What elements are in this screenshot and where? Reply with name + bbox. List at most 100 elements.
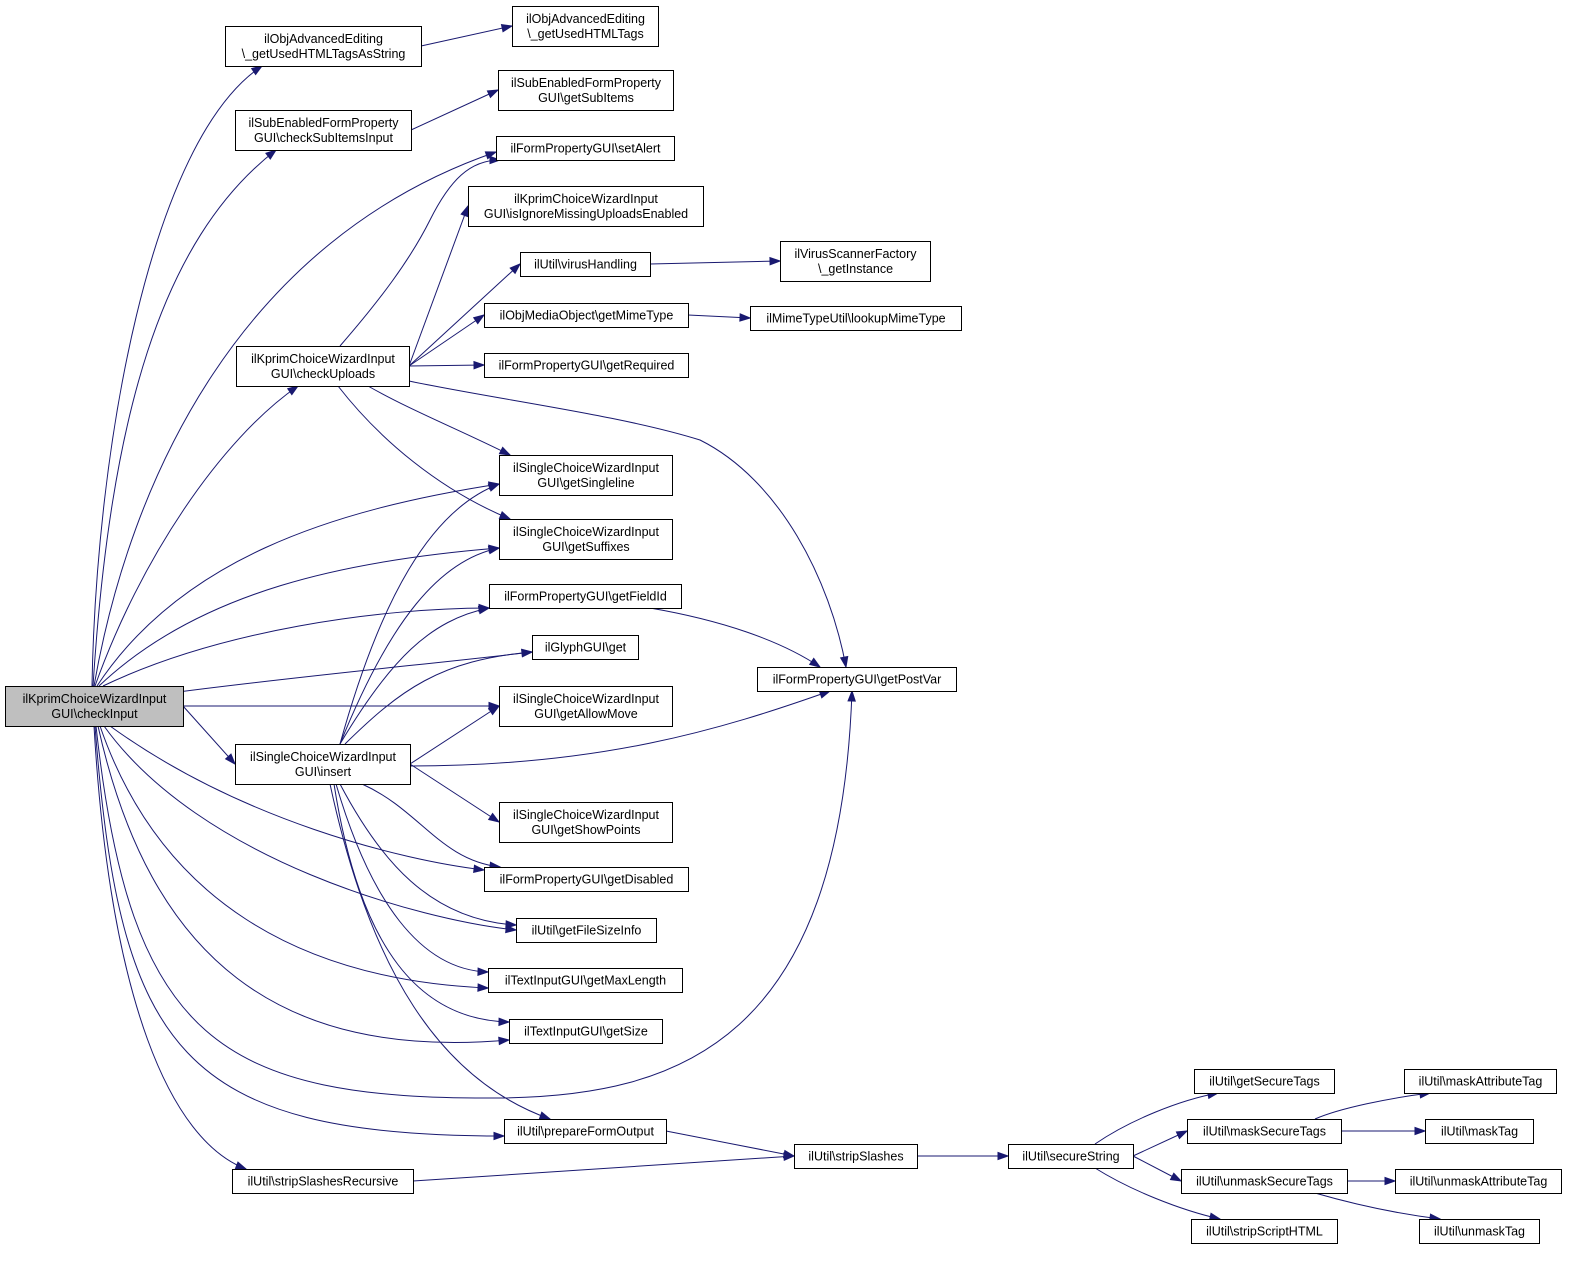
arrowhead-icon — [498, 1036, 511, 1046]
node-label-line: GUI\getSuffixes — [542, 540, 629, 554]
node-box — [780, 241, 931, 282]
node-box — [532, 635, 639, 660]
edge-virusHandling-to-getInstance — [649, 260, 781, 265]
node-glyphGet[interactable]: ilGlyphGUI\get — [532, 635, 639, 660]
node-getPostVar[interactable]: ilFormPropertyGUI\getPostVar — [757, 667, 957, 692]
node-getDisabled[interactable]: ilFormPropertyGUI\getDisabled — [484, 867, 689, 892]
node-getAllowMove[interactable]: ilSingleChoiceWizardInputGUI\getAllowMov… — [499, 686, 673, 727]
node-lookupMimeType[interactable]: ilMimeTypeUtil\lookupMimeType — [750, 306, 962, 331]
edge-getFieldId-to-getPostVar — [649, 607, 821, 668]
node-prepareFormOutput[interactable]: ilUtil\prepareFormOutput — [504, 1119, 667, 1144]
node-maskSecureTags[interactable]: ilUtil\maskSecureTags — [1187, 1119, 1342, 1144]
node-getFileSizeInfo[interactable]: ilUtil\getFileSizeInfo — [516, 918, 657, 943]
node-label-line: GUI\getShowPoints — [531, 823, 640, 837]
node-box — [499, 519, 673, 560]
node-layer: ilKprimChoiceWizardInputGUI\checkInputil… — [5, 6, 1562, 1244]
edge-root-to-getUsedHTMLTagsAsString — [91, 65, 263, 687]
node-box — [516, 918, 657, 943]
arrowhead-icon — [477, 605, 491, 615]
node-stripSlashes[interactable]: ilUtil\stripSlashes — [794, 1144, 918, 1169]
node-label-line: ilSingleChoiceWizardInput — [513, 692, 659, 706]
arrowhead-icon — [1384, 1176, 1397, 1186]
node-label-line: GUI\isIgnoreMissingUploadsEnabled — [484, 207, 688, 221]
node-label-line: ilFormPropertyGUI\getPostVar — [773, 673, 942, 687]
node-secureString[interactable]: ilUtil\secureString — [1008, 1144, 1134, 1169]
node-checkSubItemsInput[interactable]: ilSubEnabledFormPropertyGUI\checkSubItem… — [235, 110, 412, 151]
node-label-line: ilUtil\getSecureTags — [1209, 1075, 1319, 1089]
node-unmaskSecureTags[interactable]: ilUtil\unmaskSecureTags — [1181, 1169, 1348, 1194]
node-unmaskTag[interactable]: ilUtil\unmaskTag — [1419, 1219, 1540, 1244]
node-getMaxLength[interactable]: ilTextInputGUI\getMaxLength — [488, 968, 683, 993]
node-setAlert[interactable]: ilFormPropertyGUI\setAlert — [496, 136, 675, 161]
node-unmaskAttributeTag[interactable]: ilUtil\unmaskAttributeTag — [1395, 1169, 1562, 1194]
node-label-line: ilKprimChoiceWizardInput — [251, 352, 395, 366]
node-getMimeType[interactable]: ilObjMediaObject\getMimeType — [484, 303, 689, 328]
edge-stripSlashesRecursive-to-stripSlashes — [412, 1155, 795, 1182]
node-label-line: GUI\checkSubItemsInput — [254, 131, 393, 145]
node-isIgnoreMissingUploadsEnabled[interactable]: ilKprimChoiceWizardInputGUI\isIgnoreMiss… — [468, 186, 704, 227]
node-getRequired[interactable]: ilFormPropertyGUI\getRequired — [484, 353, 689, 378]
node-box — [484, 867, 689, 892]
node-label-line: ilTextInputGUI\getSize — [524, 1025, 648, 1039]
arrowhead-icon — [484, 151, 498, 160]
edge-root-to-glyphGet — [177, 651, 533, 693]
node-virusHandling[interactable]: ilUtil\virusHandling — [520, 252, 651, 277]
node-maskTag[interactable]: ilUtil\maskTag — [1425, 1119, 1534, 1144]
node-box — [5, 686, 184, 727]
node-box — [794, 1144, 918, 1169]
node-box — [232, 1169, 414, 1194]
node-maskAttributeTag[interactable]: ilUtil\maskAttributeTag — [1404, 1069, 1557, 1094]
arrowhead-icon — [498, 510, 512, 520]
node-getUsedHTMLTags[interactable]: ilObjAdvancedEditing\_getUsedHTMLTags — [512, 6, 659, 47]
edge-insert-to-getShowPoints — [409, 763, 500, 823]
arrowhead-icon — [489, 155, 502, 165]
node-getUsedHTMLTagsAsString[interactable]: ilObjAdvancedEditing\_getUsedHTMLTagsAsS… — [225, 26, 422, 67]
edge-root-to-getDisabled — [109, 725, 485, 871]
node-box — [499, 802, 673, 843]
arrowhead-icon — [486, 89, 500, 99]
node-box — [1425, 1119, 1534, 1144]
node-stripScriptHTML[interactable]: ilUtil\stripScriptHTML — [1191, 1219, 1338, 1244]
arrowhead-icon — [538, 1111, 552, 1120]
node-stripSlashesRecursive[interactable]: ilUtil\stripSlashesRecursive — [232, 1169, 414, 1194]
node-label-line: ilUtil\virusHandling — [534, 258, 637, 272]
node-getFieldId[interactable]: ilFormPropertyGUI\getFieldId — [489, 584, 682, 609]
edge-checkUploads-to-getSuffixes — [337, 385, 511, 520]
node-label-line: ilObjMediaObject\getMimeType — [500, 309, 674, 323]
arrowhead-icon — [473, 864, 486, 874]
node-box — [1008, 1144, 1134, 1169]
arrowhead-icon — [498, 1017, 511, 1027]
node-box — [235, 110, 412, 151]
arrowhead-icon — [839, 655, 849, 669]
arrowhead-icon — [460, 204, 469, 218]
node-label-line: ilSingleChoiceWizardInput — [513, 808, 659, 822]
node-label-line: ilUtil\unmaskTag — [1434, 1225, 1525, 1239]
node-box — [499, 686, 673, 727]
node-getSize[interactable]: ilTextInputGUI\getSize — [509, 1019, 663, 1044]
node-getSingleline[interactable]: ilSingleChoiceWizardInputGUI\getSingleli… — [499, 455, 673, 496]
edge-root-to-prepareFormOutput — [94, 725, 505, 1137]
edge-insert-to-prepareFormOutput — [329, 783, 551, 1120]
node-box — [236, 346, 410, 387]
edge-root-to-getPostVar — [95, 690, 853, 1099]
arrowhead-icon — [498, 446, 512, 456]
node-label-line: ilUtil\getFileSizeInfo — [532, 924, 642, 938]
node-getShowPoints[interactable]: ilSingleChoiceWizardInputGUI\getShowPoin… — [499, 802, 673, 843]
node-box — [512, 6, 659, 47]
node-label-line: ilObjAdvancedEditing — [264, 32, 383, 46]
node-label-line: GUI\checkInput — [51, 707, 138, 721]
node-box — [496, 136, 675, 161]
edge-root-to-getMaxLength — [99, 725, 489, 989]
node-getSecureTags[interactable]: ilUtil\getSecureTags — [1194, 1069, 1335, 1094]
arrowhead-icon — [500, 24, 514, 33]
edge-secureString-to-stripScriptHTML — [1094, 1167, 1221, 1220]
arrowhead-icon — [521, 648, 534, 658]
node-label-line: ilFormPropertyGUI\setAlert — [510, 142, 661, 156]
node-getInstance[interactable]: ilVirusScannerFactory\_getInstance — [780, 241, 931, 282]
edge-insert-to-getDisabled — [361, 783, 501, 868]
